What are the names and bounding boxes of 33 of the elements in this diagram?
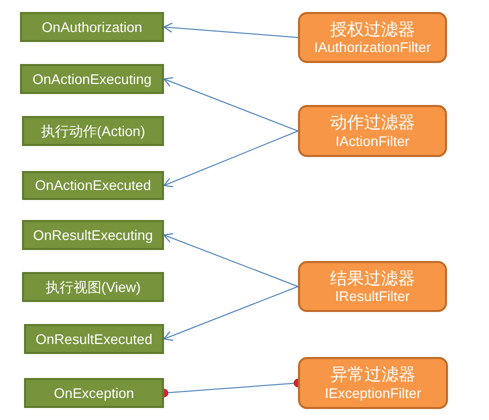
process-box (20, 64, 164, 94)
arrow (163, 286, 298, 341)
box-label: OnAuthorization (42, 18, 142, 36)
interface-name: IExceptionFilter (324, 384, 422, 401)
process-box (22, 171, 164, 200)
filter-title: 异常过滤器 (330, 365, 416, 385)
arrow (163, 22, 298, 38)
box-label: OnException (54, 384, 134, 402)
filter-title: 结果过滤器 (330, 268, 415, 288)
box-label: 执行动作(Action) (40, 122, 146, 140)
filter-title: 授权过滤器 (330, 20, 415, 40)
box-label: 执行视图(View) (45, 278, 141, 296)
box-label: OnResultExecuting (33, 226, 153, 244)
box-label: OnActionExecuting (32, 70, 152, 88)
filter-title: 动作过滤器 (330, 113, 415, 133)
box-label: OnResultExecuted (36, 330, 152, 348)
arrow (163, 77, 298, 132)
box-label: OnActionExecuted (35, 177, 151, 194)
filter-box (298, 12, 447, 63)
process-box (20, 12, 164, 42)
interface-name: IActionFilter (336, 132, 410, 149)
process-box (24, 324, 164, 354)
arrow (163, 130, 298, 188)
filter-box (298, 357, 448, 409)
process-box (22, 220, 164, 250)
process-box (22, 272, 164, 302)
process-box (22, 116, 164, 146)
interface-name: IResultFilter (335, 288, 410, 304)
process-box (24, 378, 164, 408)
arrow (163, 233, 298, 287)
filter-box (298, 105, 447, 157)
interface-name: IAuthorizationFilter (314, 39, 431, 56)
filter-box (298, 261, 447, 312)
